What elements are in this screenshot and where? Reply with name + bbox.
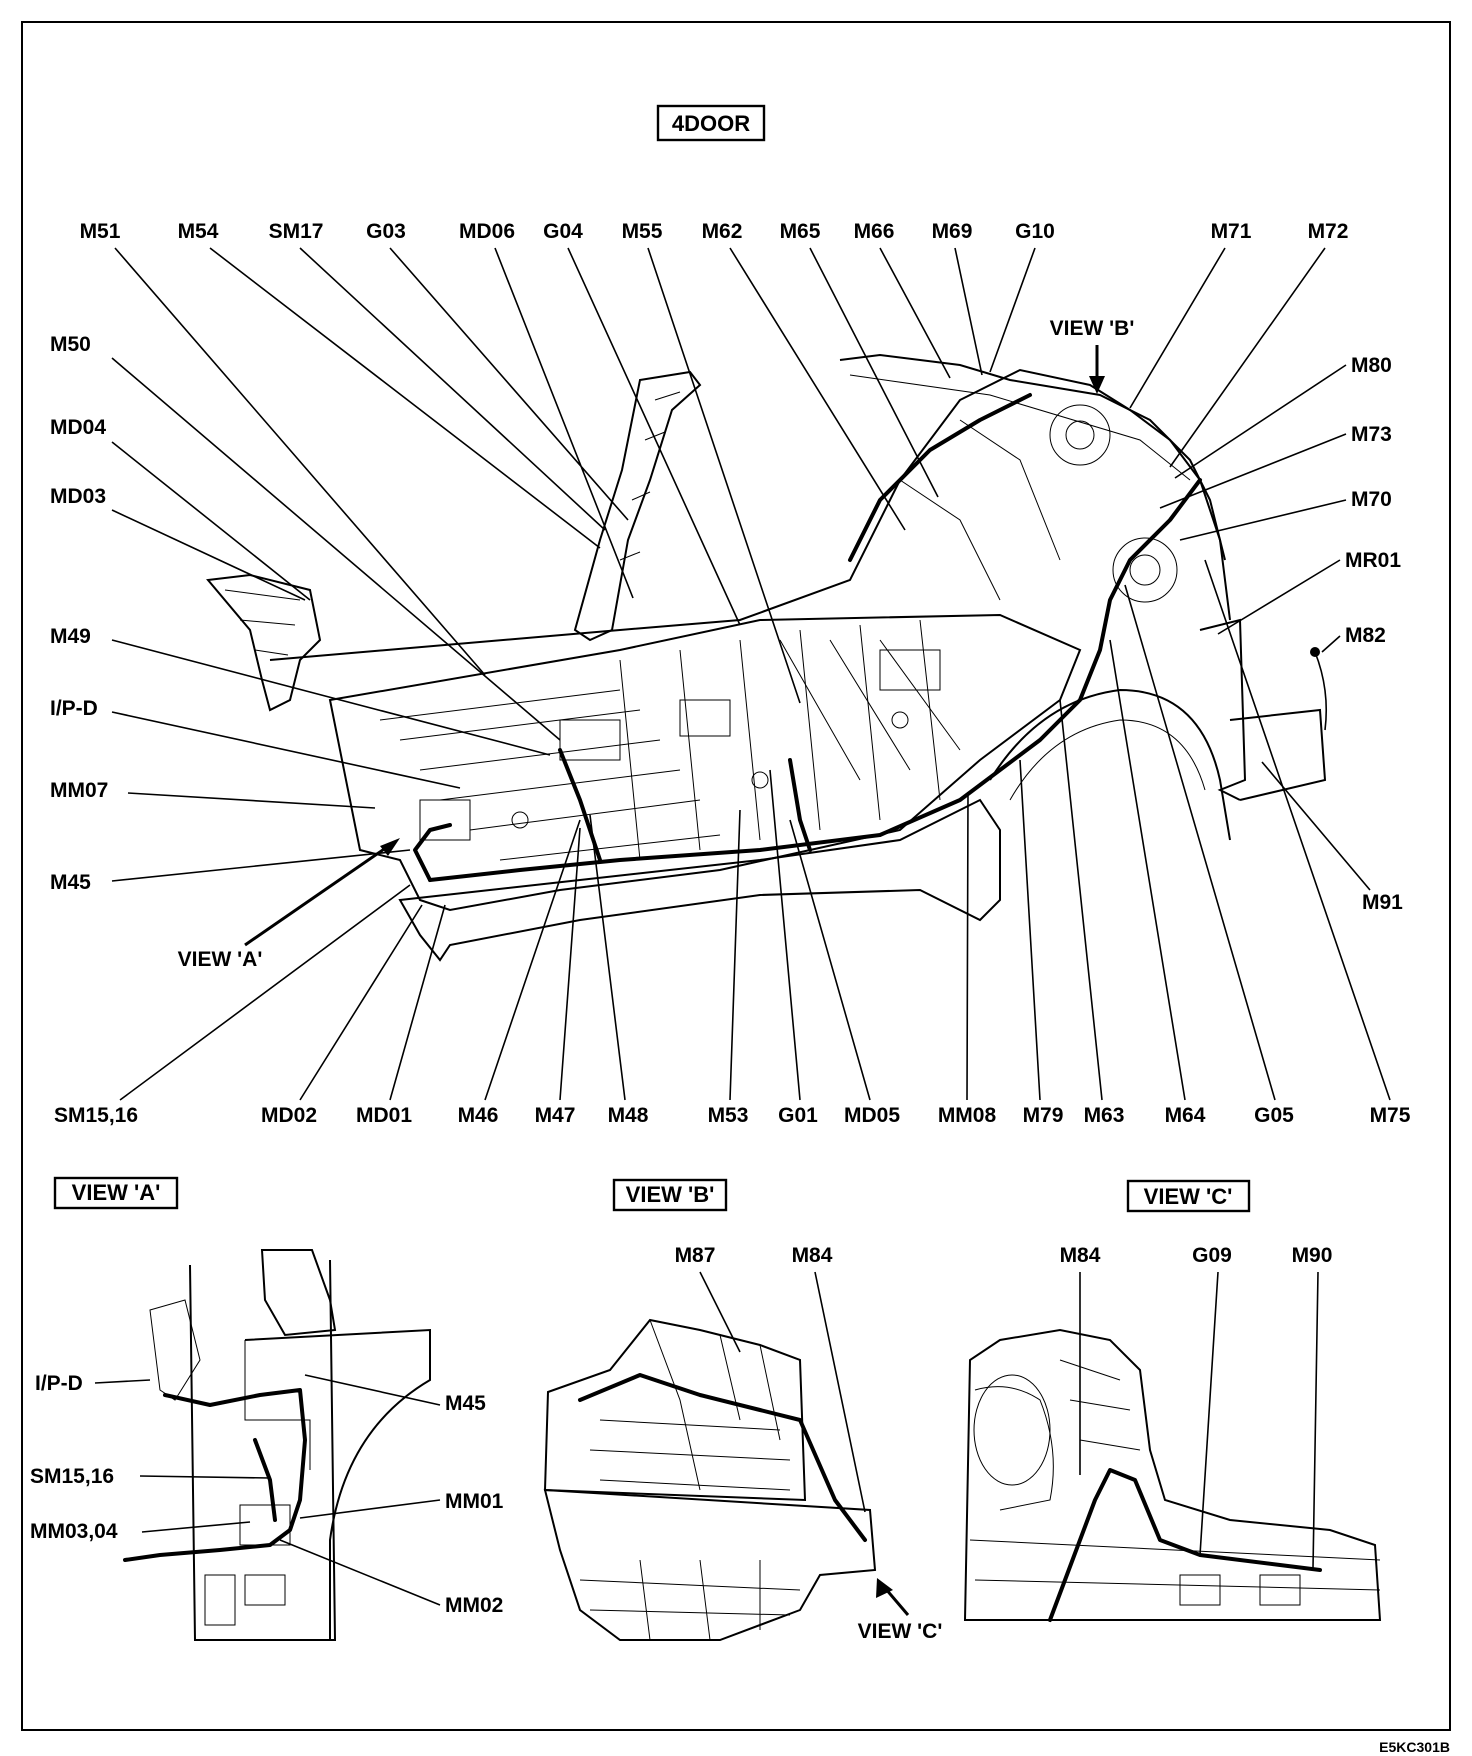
view-a-label-m45: M45 (445, 1392, 486, 1415)
label-g05: G05 (1254, 1104, 1294, 1127)
label-m66: M66 (854, 220, 895, 243)
view-a-label-mm03-04: MM03,04 (30, 1520, 118, 1543)
label-m51: M51 (80, 220, 121, 243)
label-m53: M53 (708, 1104, 749, 1127)
label-m49: M49 (50, 625, 91, 648)
view-a-label-mm02: MM02 (445, 1594, 503, 1617)
view-a-label-ip-d: I/P-D (35, 1372, 83, 1395)
label-m70: M70 (1351, 488, 1392, 511)
label-g01: G01 (778, 1104, 818, 1127)
label-sm17: SM17 (269, 220, 324, 243)
label-md02: MD02 (261, 1104, 317, 1127)
label-m63: M63 (1084, 1104, 1125, 1127)
label-m75: M75 (1370, 1104, 1411, 1127)
label-md04: MD04 (50, 416, 106, 439)
label-m69: M69 (932, 220, 973, 243)
main-title: 4DOOR (672, 111, 750, 136)
label-m73: M73 (1351, 423, 1392, 446)
figure-frame (21, 21, 1451, 1731)
view-c-callout-label: VIEW 'C' (858, 1620, 943, 1643)
figure-code: E5KC301B (1379, 1739, 1450, 1755)
view-c-panel: VIEW 'C' M84 G09 M90 (963, 1179, 1382, 1622)
view-c-label-m90: M90 (1292, 1244, 1333, 1267)
top-labels: M51 M54 SM17 G03 MD06 G04 M55 M62 M65 M6… (80, 220, 1349, 704)
label-md06: MD06 (459, 220, 515, 243)
view-a-callout: VIEW 'A' (178, 838, 400, 971)
label-m79: M79 (1023, 1104, 1064, 1127)
view-c-title: VIEW 'C' (1144, 1184, 1233, 1209)
view-b-panel: VIEW 'B' M87 M84 VIEW 'C' (543, 1178, 943, 1643)
label-m64: M64 (1165, 1104, 1206, 1127)
label-m80: M80 (1351, 354, 1392, 377)
view-b-callout-label: VIEW 'B' (1050, 317, 1135, 340)
view-b-label-m87: M87 (675, 1244, 716, 1267)
label-m50: M50 (50, 333, 91, 356)
label-m82: M82 (1345, 624, 1386, 647)
view-b-label-m84: M84 (792, 1244, 833, 1267)
label-m48: M48 (608, 1104, 649, 1127)
label-m91: M91 (1362, 891, 1403, 914)
view-c-label-g09: G09 (1192, 1244, 1232, 1267)
label-mm08: MM08 (938, 1104, 997, 1127)
view-a-title: VIEW 'A' (72, 1180, 161, 1205)
view-b-callout: VIEW 'B' (1050, 317, 1135, 394)
view-a-panel: VIEW 'A' I/P-D M45 SM15,16 MM01 MM03,04 … (30, 1176, 504, 1641)
label-m65: M65 (780, 220, 821, 243)
right-labels: M80 M73 M70 MR01 M82 M91 (1159, 354, 1403, 914)
view-c-label-m84: M84 (1060, 1244, 1101, 1267)
label-m72: M72 (1308, 220, 1349, 243)
view-a-label-sm15-16: SM15,16 (30, 1465, 114, 1488)
label-g04: G04 (543, 220, 583, 243)
view-a-label-mm01: MM01 (445, 1490, 504, 1513)
left-labels: M50 MD04 MD03 M49 I/P-D MM07 M45 (50, 333, 561, 894)
view-a-callout-label: VIEW 'A' (178, 948, 263, 971)
main-title-box: 4DOOR (656, 104, 766, 142)
label-m47: M47 (535, 1104, 576, 1127)
label-m62: M62 (702, 220, 743, 243)
label-sm15-16: SM15,16 (54, 1104, 138, 1127)
label-ip-d: I/P-D (50, 697, 98, 720)
label-md03: MD03 (50, 485, 106, 508)
label-mm07: MM07 (50, 779, 108, 802)
view-b-title: VIEW 'B' (626, 1182, 715, 1207)
label-md05: MD05 (844, 1104, 900, 1127)
label-g03: G03 (366, 220, 406, 243)
vehicle-floor-drawing (206, 353, 1328, 962)
label-g10: G10 (1015, 220, 1055, 243)
label-m55: M55 (622, 220, 663, 243)
bottom-labels: SM15,16 MD02 MD01 M46 M47 M48 M53 G01 MD… (54, 559, 1411, 1127)
label-m45: M45 (50, 871, 91, 894)
label-m71: M71 (1211, 220, 1252, 243)
label-md01: MD01 (356, 1104, 412, 1127)
label-mr01: MR01 (1345, 549, 1401, 572)
label-m54: M54 (178, 220, 219, 243)
label-m46: M46 (458, 1104, 499, 1127)
